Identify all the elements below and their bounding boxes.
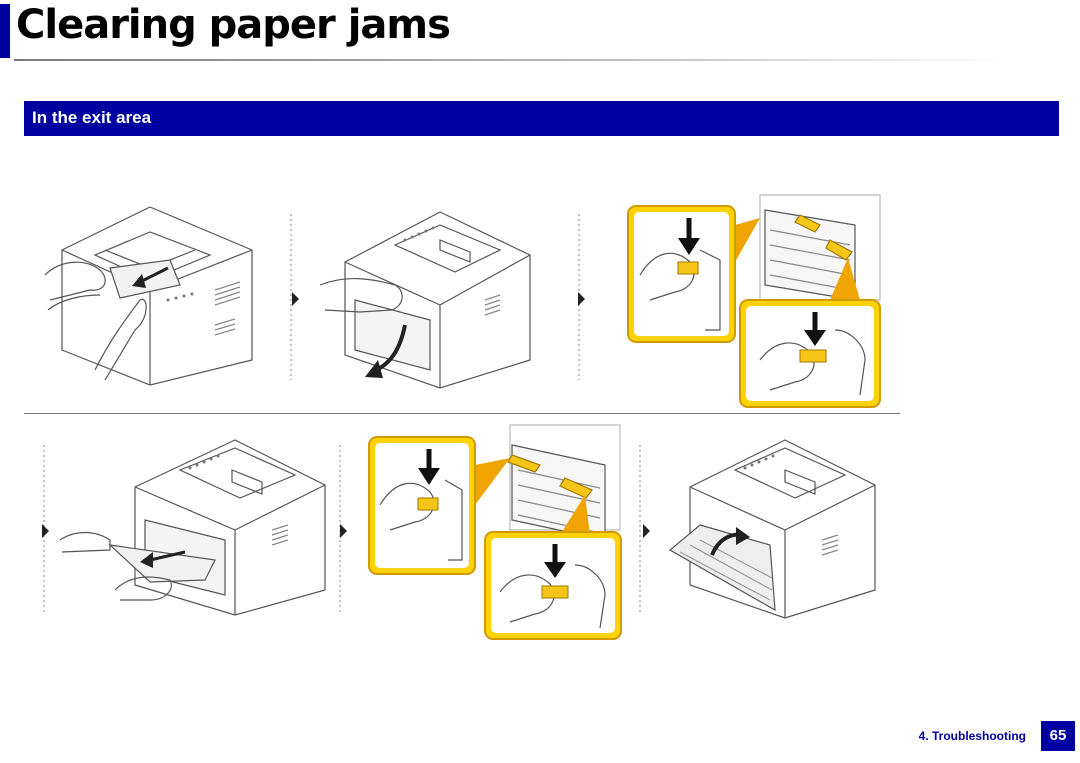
title-accent-bar	[0, 4, 10, 58]
rear-interior-view	[507, 424, 621, 541]
open-cover-arrow-icon	[365, 324, 407, 378]
page-number-badge: 65	[1041, 721, 1075, 751]
printer-icon	[59, 439, 326, 616]
close-cover-arrow-icon	[710, 527, 750, 556]
printer-icon	[668, 439, 876, 619]
callout-connector	[475, 458, 590, 535]
step-arrow-icons	[42, 292, 650, 538]
lever-callout-bottom	[484, 531, 622, 640]
callout-connector	[735, 218, 860, 300]
rear-interior-view	[759, 194, 881, 301]
section-title: In the exit area	[32, 108, 152, 127]
pull-direction-arrow-icon	[132, 266, 169, 288]
step-row-divider	[24, 413, 900, 414]
printer-icon	[44, 206, 253, 386]
pull-direction-arrow-icon	[140, 550, 186, 568]
section-header: In the exit area	[24, 101, 1059, 136]
page-title: Clearing paper jams	[16, 2, 451, 48]
lever-callout-top	[368, 436, 476, 575]
printer-icon	[319, 211, 531, 389]
footer-chapter-link[interactable]: 4. Troubleshooting	[918, 729, 1026, 743]
lever-callout-top	[627, 205, 736, 343]
title-divider	[14, 59, 1014, 61]
lever-callout-bottom	[739, 299, 881, 408]
